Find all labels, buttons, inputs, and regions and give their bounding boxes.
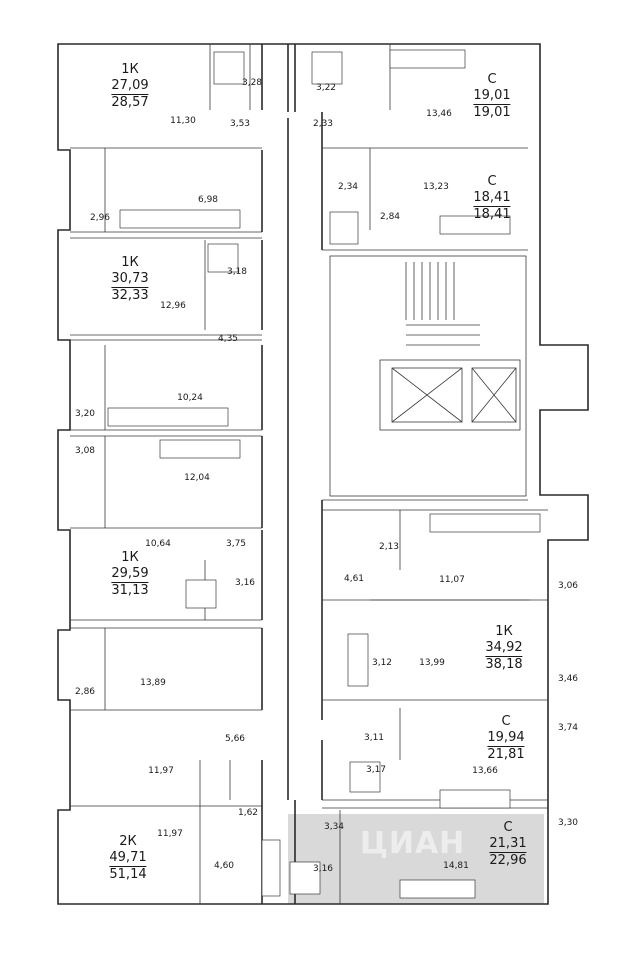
room-area: 3,06 [557,581,579,591]
room-area: 1,62 [237,808,259,818]
room-area: 3,22 [315,83,337,93]
room-area: 2,13 [378,542,400,552]
room-area: 10,64 [145,539,171,549]
apartment-label: 1К 34,92 38,18 [485,624,523,672]
left-walls [70,44,289,904]
room-area: 12,96 [160,301,186,311]
room-area: 4,60 [213,861,235,871]
room-area: 2,86 [74,687,96,697]
room-area: 2,96 [89,213,111,223]
room-area: 2,84 [379,212,401,222]
right-walls [294,44,548,904]
room-area: 4,61 [343,574,365,584]
room-area: 3,11 [363,733,385,743]
room-area: 3,74 [557,723,579,733]
room-area: 3,18 [226,267,248,277]
apartment-label: С 19,01 19,01 [473,72,511,120]
room-area: 13,46 [426,109,452,119]
outer-walls [57,43,589,905]
room-area: 3,16 [312,864,334,874]
room-area: 13,99 [419,658,445,668]
room-area: 3,28 [241,78,263,88]
apartment-label: 1К 27,09 28,57 [111,62,149,110]
room-area: 2,34 [337,182,359,192]
apartment-label: С 19,94 21,81 [487,714,525,762]
room-area: 3,17 [365,765,387,775]
apartment-label-highlighted: С 21,31 22,96 [489,820,527,868]
room-area: 12,04 [184,473,210,483]
room-area: 3,12 [371,658,393,668]
room-area: 4,35 [217,334,239,344]
room-area: 11,97 [157,829,183,839]
room-area: 11,97 [148,766,174,776]
apartment-label: 2К 49,71 51,14 [109,834,147,882]
room-area: 13,23 [423,182,449,192]
room-area: 11,30 [170,116,196,126]
room-area: 14,81 [443,861,469,871]
room-area: 5,66 [224,734,246,744]
apartment-label: С 18,41 18,41 [473,174,511,222]
room-area: 10,24 [177,393,203,403]
apartment-label: 1К 30,73 32,33 [111,255,149,303]
room-area: 3,46 [557,674,579,684]
room-area: 3,08 [74,446,96,456]
room-area: 3,53 [229,119,251,129]
apartment-label: 1К 29,59 31,13 [111,550,149,598]
room-area: 3,34 [323,822,345,832]
room-area: 6,98 [197,195,219,205]
kitchen-counters [107,49,541,899]
room-area: 13,66 [472,766,498,776]
room-area: 3,30 [557,818,579,828]
stair-elevator-core [329,255,527,497]
bathroom-fixtures [185,51,381,897]
room-area: 11,07 [439,575,465,585]
room-area: 3,20 [74,409,96,419]
room-area: 3,16 [234,578,256,588]
room-area: 3,75 [225,539,247,549]
watermark: ЦИАН [360,826,466,861]
room-area: 2,33 [312,119,334,129]
room-area: 13,89 [140,678,166,688]
